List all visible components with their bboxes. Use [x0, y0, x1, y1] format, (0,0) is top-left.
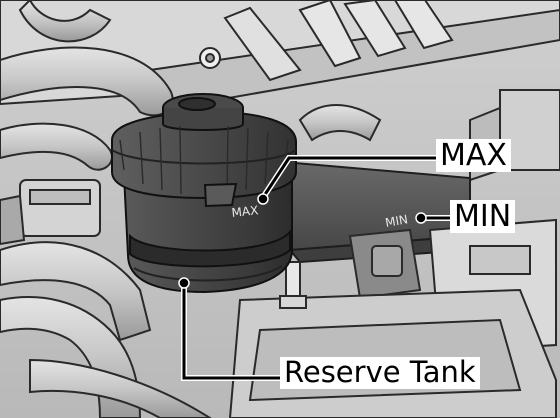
- hoses: [0, 0, 382, 418]
- tank-callout-dot: [178, 277, 190, 289]
- reserve-tank-callout-label: Reserve Tank: [280, 356, 480, 389]
- min-callout-label: MIN: [450, 200, 516, 233]
- max-callout-dot: [257, 193, 269, 205]
- callout-lines: [181, 155, 451, 381]
- embossed-min-mark: MIN: [384, 212, 409, 230]
- embossed-max-mark: MAX: [231, 203, 259, 220]
- reserve-tank: [111, 93, 297, 294]
- max-callout-label: MAX: [436, 139, 511, 172]
- min-callout-dot: [415, 212, 427, 224]
